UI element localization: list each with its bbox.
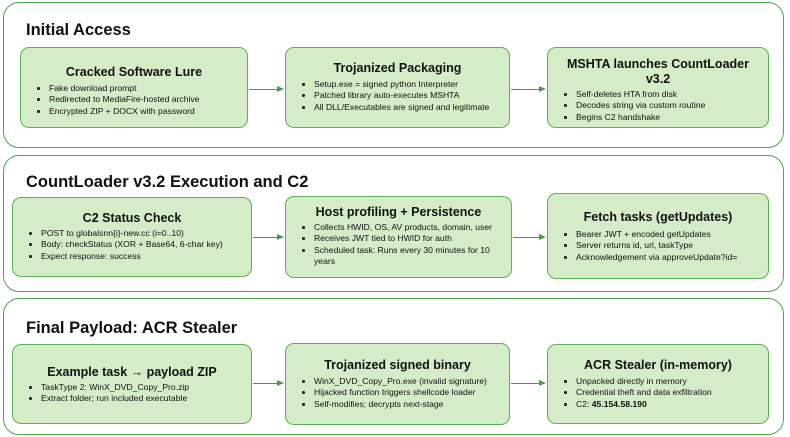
bullet-list: Self-deletes HTA from disk Decodes strin… xyxy=(556,89,760,123)
bullet: Self-deletes HTA from disk xyxy=(576,89,760,100)
bullet-list: Setup.exe = signed python Interpreter Pa… xyxy=(294,79,501,113)
bullet: Begins C2 handshake xyxy=(576,112,760,123)
box-trojanized-packaging: Trojanized Packaging Setup.exe = signed … xyxy=(285,47,510,128)
bullet-list: Collects HWID, OS, AV products, domain, … xyxy=(294,222,503,267)
section-title: Initial Access xyxy=(26,21,131,39)
bullet: POST to globalsnn{i}-new.cc (i=0..10) xyxy=(41,228,243,239)
bullet: All DLL/Executables are signed and legit… xyxy=(314,102,501,113)
bullet: Decodes string via custom routine xyxy=(576,100,760,111)
bullet-c2: C2: 45.154.58.190 xyxy=(576,399,760,410)
bullet: WinX_DVD_Copy_Pro.exe (invalid signature… xyxy=(314,376,501,387)
bullet-list: Fake download prompt Redirected to Media… xyxy=(29,83,239,117)
box-c2-status-check: C2 Status Check POST to globalsnn{i}-new… xyxy=(12,197,252,277)
bullet: Expect response: success xyxy=(41,251,243,262)
section-title: CountLoader v3.2 Execution and C2 xyxy=(26,173,309,191)
bullet-list: WinX_DVD_Copy_Pro.exe (invalid signature… xyxy=(294,376,501,410)
box-fetch-tasks: Fetch tasks (getUpdates) Bearer JWT + en… xyxy=(547,193,769,279)
box-title: Host profiling + Persistence xyxy=(315,205,482,219)
box-example-task-payload-zip: Example task → payload ZIP TaskType 2: W… xyxy=(12,344,252,424)
box-title: Cracked Software Lure xyxy=(65,65,203,79)
box-title: Fetch tasks (getUpdates) xyxy=(583,210,733,224)
box-acr-stealer: ACR Stealer (in-memory) Unpacked directl… xyxy=(547,344,769,424)
bullet-list: TaskType 2: WinX_DVD_Copy_Pro.zip Extrac… xyxy=(21,382,243,405)
bullet: Encrypted ZIP + DOCX with password xyxy=(49,106,239,117)
bullet: Server returns id, url, taskType xyxy=(576,240,760,251)
bullet-list: POST to globalsnn{i}-new.cc (i=0..10) Bo… xyxy=(21,228,243,262)
arrow-right xyxy=(253,379,284,386)
box-title: Trojanized signed binary xyxy=(324,358,471,372)
box-title: C2 Status Check xyxy=(82,211,182,225)
box-cracked-software-lure: Cracked Software Lure Fake download prom… xyxy=(20,47,248,128)
c2-label: C2: xyxy=(576,398,592,409)
bullet: Self-modifies; decrypts next-stage xyxy=(314,399,501,410)
bullet: Setup.exe = signed python Interpreter xyxy=(314,79,501,90)
bullet: Scheduled task: Runs every 30 minutes fo… xyxy=(314,245,503,268)
arrow-right xyxy=(511,85,546,92)
bullet: Receives JWT tied to HWID for auth xyxy=(314,233,503,244)
bullet: TaskType 2: WinX_DVD_Copy_Pro.zip xyxy=(41,382,243,393)
c2-ip-address: 45.154.58.190 xyxy=(591,398,647,409)
bullet: Unpacked directly in memory xyxy=(576,376,760,387)
box-host-profiling-persistence: Host profiling + Persistence Collects HW… xyxy=(285,196,512,278)
bullet: Acknowledgement via approveUpdate?id= xyxy=(576,252,760,263)
bullet: Hijacked function triggers shellcode loa… xyxy=(314,387,501,398)
arrow-right xyxy=(511,379,546,386)
box-title: Example task → payload ZIP xyxy=(47,365,217,379)
arrow-right xyxy=(513,233,546,240)
bullet: Fake download prompt xyxy=(49,83,239,94)
bullet: Extract folder; run included executable xyxy=(41,393,243,404)
bullet: Body: checkStatus (XOR + Base64, 6-char … xyxy=(41,239,243,250)
section-title: Final Payload: ACR Stealer xyxy=(26,319,238,337)
box-mshta-launches-countloader: MSHTA launches CountLoader v3.2 Self-del… xyxy=(547,47,769,128)
box-trojanized-signed-binary: Trojanized signed binary WinX_DVD_Copy_P… xyxy=(285,343,510,425)
arrow-right xyxy=(249,85,284,92)
box-title: ACR Stealer (in-memory) xyxy=(584,358,732,372)
bullet: Patched library auto-executes MSHTA xyxy=(314,90,501,101)
bullet: Collects HWID, OS, AV products, domain, … xyxy=(314,222,503,233)
bullet: Bearer JWT + encoded getUpdates xyxy=(576,229,760,240)
bullet: Redirected to MediaFire-hosted archive xyxy=(49,94,239,105)
box-title: MSHTA launches CountLoader v3.2 xyxy=(567,57,749,86)
bullet-list: Bearer JWT + encoded getUpdates Server r… xyxy=(556,229,760,263)
bullet-list: Unpacked directly in memory Credential t… xyxy=(556,376,760,410)
arrow-right xyxy=(253,233,284,240)
bullet: Credential theft and data exfiltration xyxy=(576,387,760,398)
box-title: Trojanized Packaging xyxy=(333,61,462,75)
